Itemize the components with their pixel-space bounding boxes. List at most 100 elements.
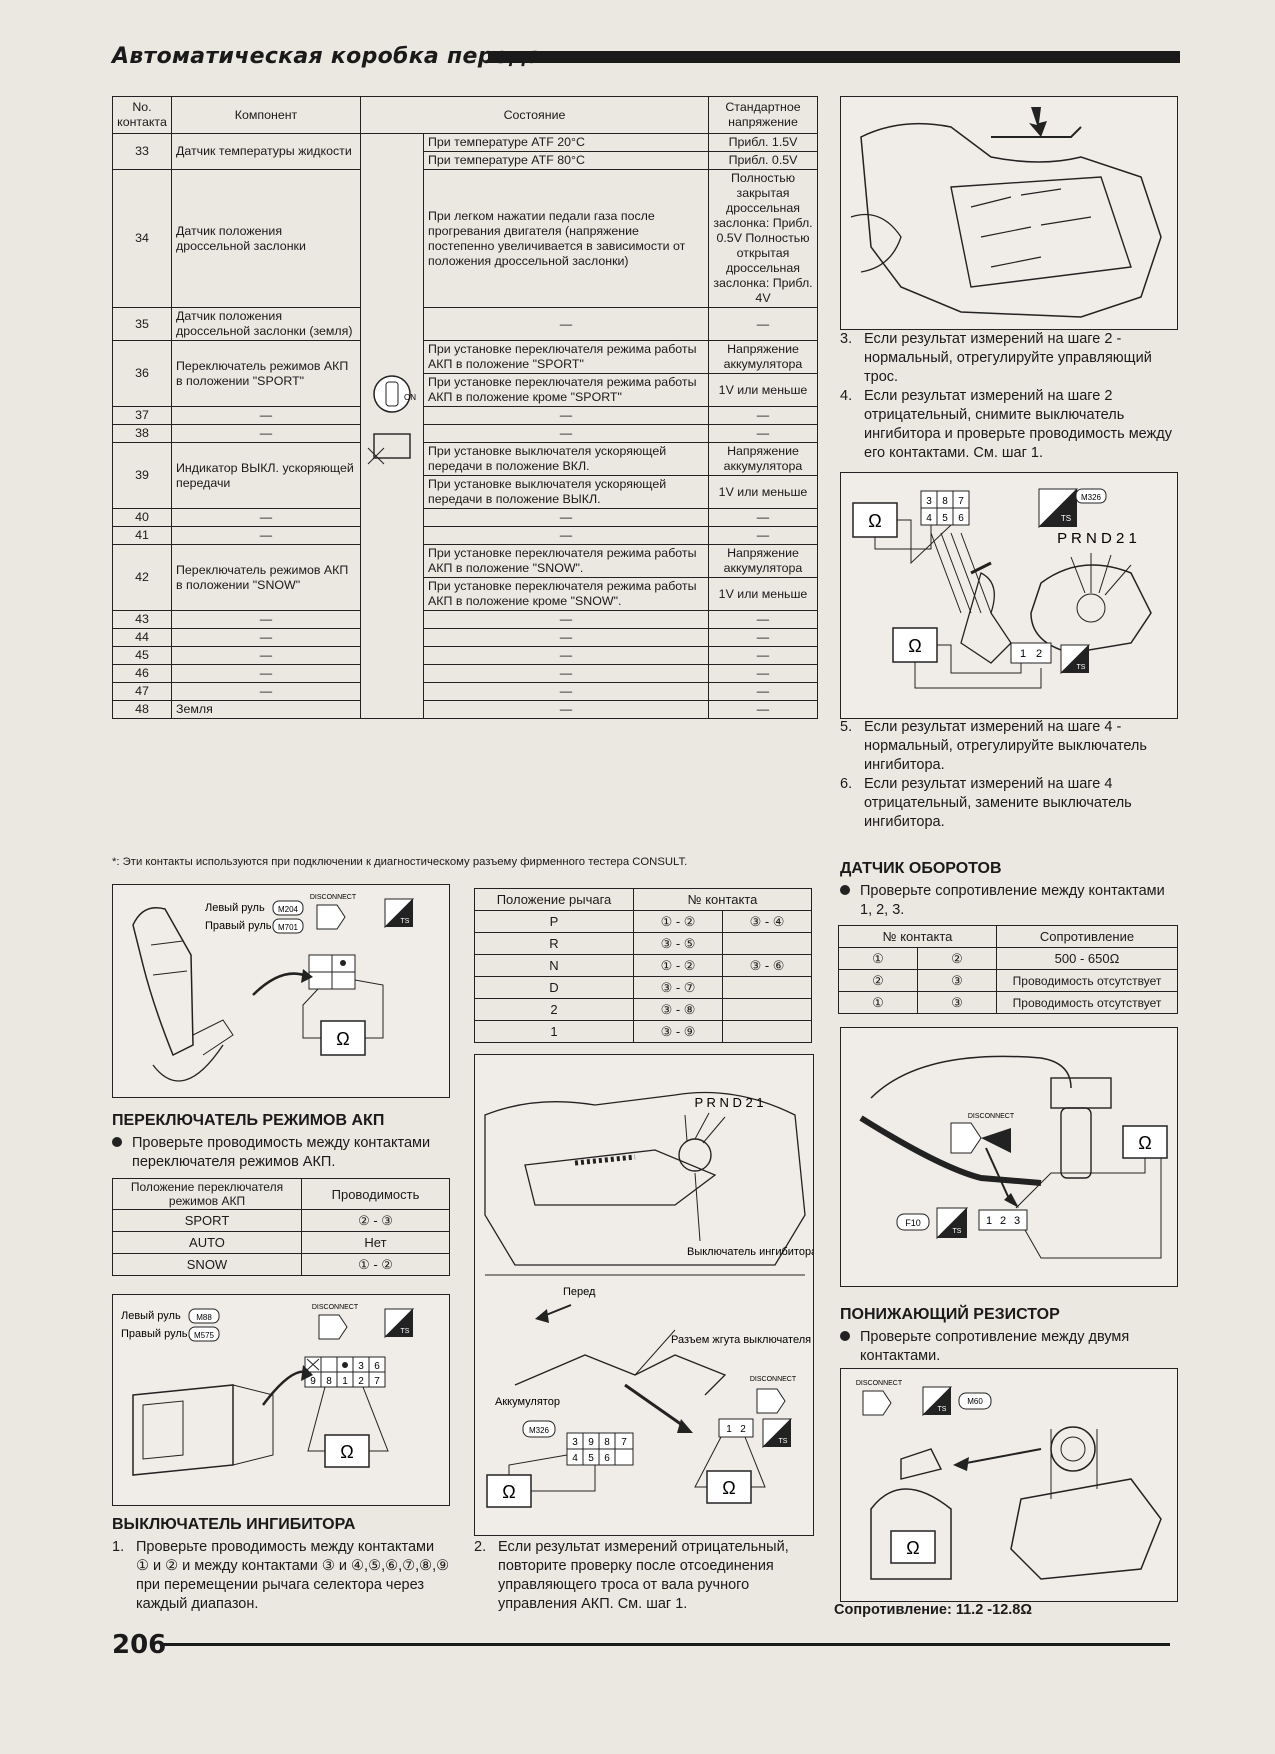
icon-column: ON	[360, 133, 424, 719]
voltage: —	[708, 508, 818, 527]
component: —	[171, 526, 361, 545]
voltage: —	[708, 406, 818, 425]
contact-no: 35	[112, 307, 172, 341]
table-row: ① ③ Проводимость отсутствует	[838, 991, 1178, 1014]
voltage: —	[708, 682, 818, 701]
voltage: 1V или меньше	[708, 475, 818, 509]
contact-no: 36	[112, 340, 172, 407]
svg-text:TS: TS	[938, 1406, 947, 1413]
resistor-diagram: DISCONNECT TS M60 Ω	[856, 1380, 1162, 1580]
component: Индикатор ВЫКЛ. ускоряющей передачи	[171, 442, 361, 509]
step-number: 3.	[840, 331, 853, 347]
lever-position: P	[474, 910, 634, 933]
bullet-icon	[840, 1331, 850, 1341]
svg-text:1: 1	[1020, 648, 1026, 660]
svg-text:M204: M204	[278, 905, 299, 914]
contact-no: 41	[112, 526, 172, 545]
svg-text:DISCONNECT: DISCONNECT	[310, 894, 357, 901]
step-number: 5.	[840, 719, 853, 735]
resistance-result: Сопротивление: 11.2 -12.8Ω	[834, 1602, 1032, 1618]
contact-pair-a: ③ - ⑦	[633, 976, 723, 999]
condition: —	[423, 682, 709, 701]
engine-figure	[840, 96, 1178, 330]
inhibitor-title: ВЫКЛЮЧАТЕЛЬ ИНГИБИТОРА	[112, 1516, 356, 1533]
condition: При установке переключателя режима работ…	[423, 373, 709, 407]
inhibitor-location-figure: P R N D 2 1 Выключатель ингибитора Перед…	[474, 1054, 814, 1536]
table-row: 41———	[112, 526, 818, 545]
svg-text:1: 1	[726, 1424, 732, 1435]
voltage: 1V или меньше	[708, 577, 818, 611]
contact-no: 38	[112, 424, 172, 443]
step-text: Проверьте проводимость между контактами …	[136, 1539, 450, 1612]
voltage: Напряжение аккумулятора	[708, 544, 818, 578]
lever-position: N	[474, 954, 634, 977]
svg-text:Аккумулятор: Аккумулятор	[495, 1396, 560, 1408]
condition: При установке выключателя ускоряющей пер…	[423, 442, 709, 476]
step-text: Если результат измерений на шаге 4 - нор…	[864, 719, 1147, 773]
table-row: 37———	[112, 406, 818, 425]
table-row: 38———	[112, 424, 818, 443]
contact-pair-b: ③ - ④	[722, 910, 812, 933]
speed-sensor-figure: DISCONNECT Ω 1 2 3 F10 TS	[840, 1027, 1178, 1287]
bullet-text: Проверьте проводимость между контактами …	[132, 1135, 431, 1170]
col-header-resistance: Сопротивление	[996, 925, 1178, 948]
step-6: 6. Если результат измерений на шаге 4 от…	[840, 775, 1178, 832]
condition: —	[423, 700, 709, 719]
mode-switch-instruction: Проверьте проводимость между контактами …	[112, 1134, 450, 1172]
contact-no: 34	[112, 169, 172, 308]
speed-sensor-diagram: DISCONNECT Ω 1 2 3 F10 TS	[859, 1055, 1168, 1259]
condition: —	[423, 307, 709, 341]
svg-text:8: 8	[942, 496, 948, 507]
condition: При легком нажатии педали газа после про…	[423, 169, 709, 308]
contact-pair-a: ③ - ⑤	[633, 932, 723, 955]
svg-text:TS: TS	[401, 918, 410, 925]
voltage: 1V или меньше	[708, 373, 818, 407]
lever-position: 1	[474, 1020, 634, 1043]
voltage: —	[708, 628, 818, 647]
voltage: Напряжение аккумулятора	[708, 442, 818, 476]
ohmmeter-symbol: Ω	[868, 511, 881, 531]
contact-pair-b: ③ - ⑥	[722, 954, 812, 977]
svg-text:3: 3	[358, 1361, 364, 1372]
component: —	[171, 646, 361, 665]
svg-text:M60: M60	[967, 1397, 983, 1406]
svg-text:TS: TS	[779, 1438, 788, 1445]
svg-text:M701: M701	[278, 923, 299, 932]
voltage: Прибл. 0.5V	[708, 151, 818, 170]
component: Датчик положения дроссельной заслонки (з…	[171, 307, 361, 341]
bullet-text: Проверьте сопротивление между контактами…	[860, 883, 1165, 918]
table-row: 47———	[112, 682, 818, 701]
svg-text:2: 2	[1036, 648, 1042, 660]
contact-pair-a: ① - ②	[633, 910, 723, 933]
condition: —	[423, 610, 709, 629]
contact-no: 48	[112, 700, 172, 719]
inhibitor-switch-diagram: Ω 3 8 7 4 5 6 TS M326 P R N D 2 1 Ω 1 2 …	[852, 488, 1152, 689]
condition: При установке выключателя ускоряющей пер…	[423, 475, 709, 509]
contact-no: 40	[112, 508, 172, 527]
header-rule	[488, 51, 1180, 63]
svg-text:2: 2	[1000, 1215, 1006, 1227]
svg-text:TS: TS	[401, 1328, 410, 1335]
voltage: Напряжение аккумулятора	[708, 340, 818, 374]
page-number: 206	[112, 1630, 167, 1660]
table-row: 43———	[112, 610, 818, 629]
step-number: 6.	[840, 776, 853, 792]
condition: —	[423, 406, 709, 425]
svg-text:7: 7	[958, 496, 964, 507]
mode-switch-diagram: Левый руль M88 Правый руль M575 DISCONNE…	[121, 1304, 415, 1476]
svg-text:2: 2	[740, 1424, 746, 1435]
mode-switch-table: Положение переключателя режимов АКП Пров…	[112, 1178, 450, 1276]
step-3: 3. Если результат измерений на шаге 2 - …	[840, 330, 1178, 387]
svg-text:M575: M575	[194, 1331, 215, 1340]
condition: —	[423, 508, 709, 527]
voltage: Полностью закрытая дроссельная заслонка:…	[708, 169, 818, 308]
selector-lever-figure: Левый руль M204 Правый руль M701 DISCONN…	[112, 884, 450, 1098]
